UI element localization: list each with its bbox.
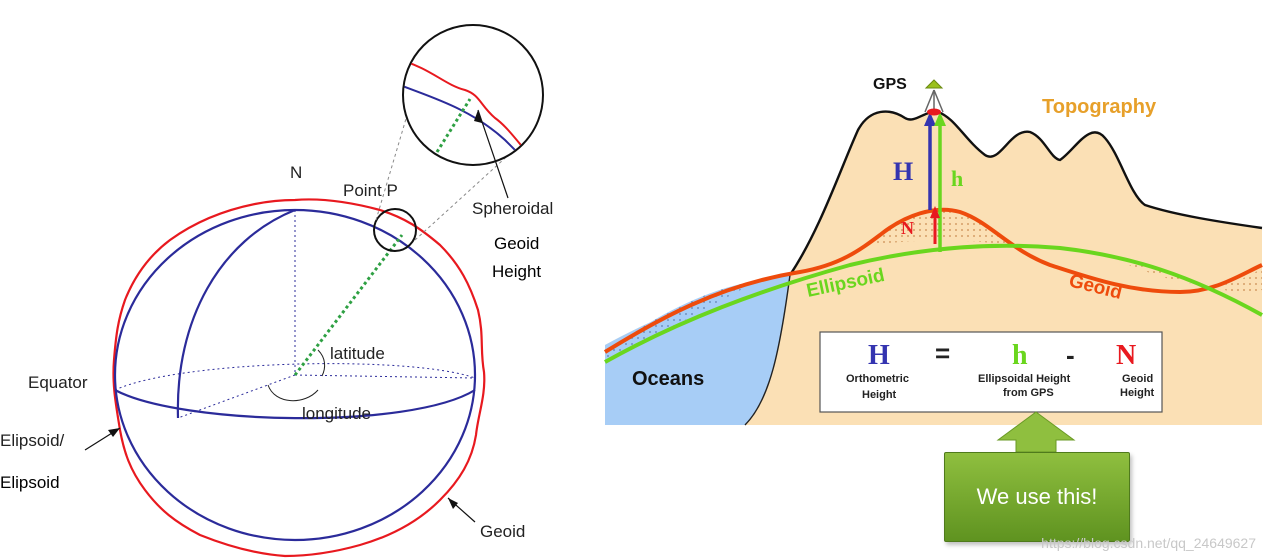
formula-H-desc-2: Height <box>862 389 897 401</box>
formula-box: H = h - N Orthometric Height Ellipsoidal… <box>819 331 1163 413</box>
ellipsoid-label-2: Elipsoid <box>0 473 60 492</box>
formula-h: h <box>1012 340 1028 371</box>
formula-N: N <box>1116 340 1136 371</box>
geoid-label: Geoid <box>480 522 525 541</box>
geoid-height-label-1: Geoid <box>494 234 539 253</box>
oceans-label: Oceans <box>632 368 704 390</box>
normal-line <box>293 234 404 376</box>
topography-line <box>789 110 1263 276</box>
radius-to-meridian <box>177 374 296 419</box>
geoid-height-arrow <box>477 109 509 199</box>
ellipsoid-arrowhead <box>108 428 120 437</box>
formula-N-desc-2: Height <box>1120 387 1155 399</box>
geoid-height-label-2: Height <box>492 262 541 281</box>
formula-h-desc-1: Ellipsoidal Height <box>978 373 1071 385</box>
callout-text: We use this! <box>976 484 1098 509</box>
formula-H-desc-1: Orthometric <box>846 373 909 385</box>
point-p-circle <box>373 208 417 252</box>
watermark: https://blog.csdn.net/qq_24649627 <box>1041 535 1256 551</box>
N-label: N <box>901 218 914 238</box>
longitude-label: longitude <box>302 404 371 423</box>
left-globe-diagram: N Point P Spheroidal Geoid Height latitu… <box>0 24 553 558</box>
geoid-outline <box>112 198 486 558</box>
geoid-curve <box>603 207 1263 354</box>
formula-minus: - <box>1066 340 1075 370</box>
we-use-this-callout: We use this! <box>944 452 1130 542</box>
formula-N-desc-1: Geoid <box>1122 373 1153 385</box>
latitude-arc <box>317 349 326 377</box>
longitude-arc <box>267 384 319 402</box>
gps-antenna-icon <box>924 79 944 116</box>
latitude-label: latitude <box>330 344 385 363</box>
right-height-diagram: GPS Topography H h N Ellipsoid Geoid Oce… <box>603 76 1263 453</box>
ocean-coast <box>744 274 791 426</box>
formula-h-desc-2: from GPS <box>1003 387 1054 399</box>
zoom-connector-1 <box>375 111 409 221</box>
zoom-inset <box>402 24 544 166</box>
formula-H: H <box>868 340 890 371</box>
ellipsoidal-height-arrowhead <box>934 112 946 126</box>
formula-equals: = <box>935 338 950 368</box>
equator-line <box>114 389 476 420</box>
north-label: N <box>290 163 302 182</box>
equator-back <box>114 363 476 391</box>
geoid-height-arrowhead <box>930 206 940 218</box>
geoid-height-arrowhead <box>474 110 482 123</box>
H-label: H <box>893 157 913 186</box>
point-p-label: Point P <box>343 181 398 200</box>
orthometric-height-arrowhead <box>924 112 936 126</box>
spheroidal-label: Spheroidal <box>472 199 553 218</box>
meridian-line <box>176 208 296 419</box>
zoom-connector-2 <box>414 139 526 241</box>
ellipsoid-label-1: Elipsoid/ <box>0 431 65 450</box>
equator-label: Equator <box>28 373 88 392</box>
gps-label: GPS <box>873 76 907 93</box>
ocean-area <box>605 275 790 425</box>
radius-to-equator <box>294 374 476 379</box>
geoid-arrowhead <box>448 498 458 509</box>
h-label: h <box>951 166 963 191</box>
topography-label: Topography <box>1042 96 1157 118</box>
